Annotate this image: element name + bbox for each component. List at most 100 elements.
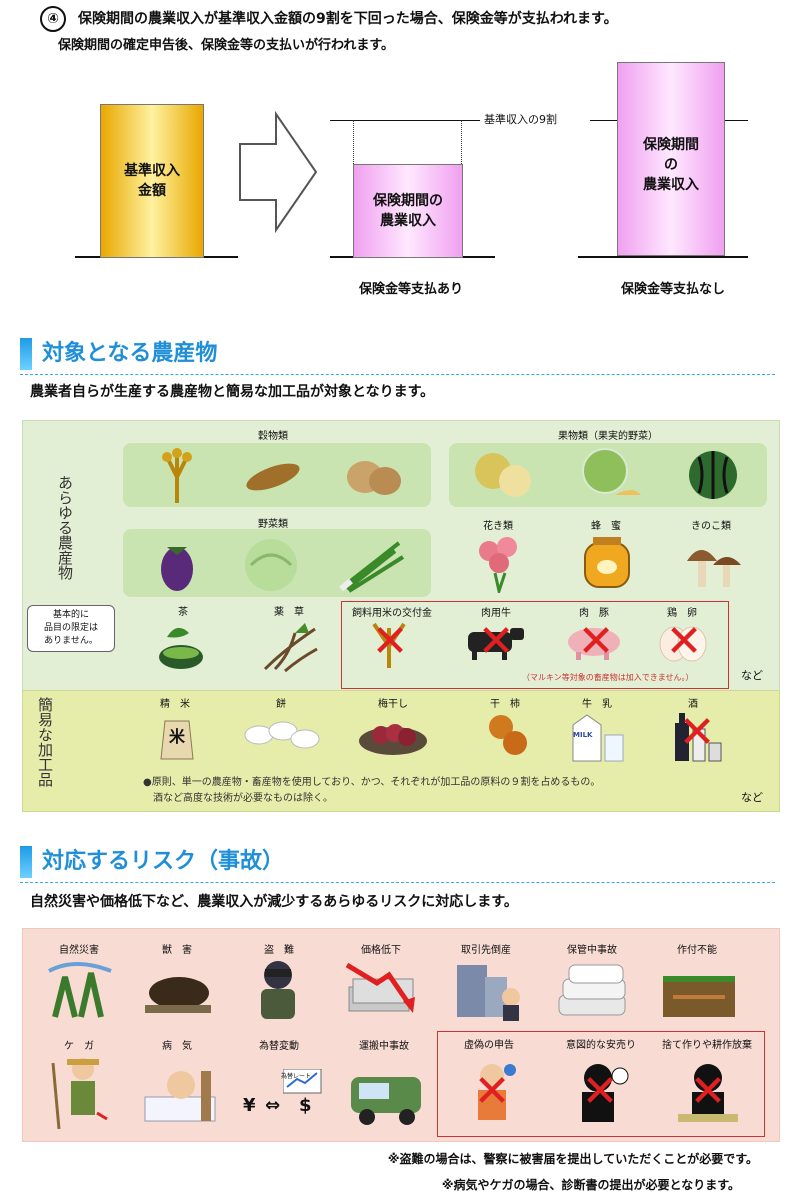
processed-note-2: 酒など高度な技術が必要なものは除く。 xyxy=(153,793,333,804)
excluded-label-abandonment: 捨て作りや耕作放棄 xyxy=(662,1040,752,1051)
label-beef: 肉用牛 xyxy=(481,608,511,619)
insured-income-high-bar: 保険期間 の 農業収入 xyxy=(617,62,725,256)
crops-panel: あらゆる農産物 基本的に 品目の限定は ありません。 穀物類 果物類（果実的野菜… xyxy=(22,420,780,692)
section-heading-crops: 対象となる農産物 xyxy=(0,338,800,375)
injured-farmer-icon xyxy=(51,1058,108,1130)
mochi-icon xyxy=(244,721,320,749)
arrow-right-icon xyxy=(239,110,318,234)
label-milk: 牛 乳 xyxy=(582,699,612,710)
carnation-icon xyxy=(479,537,517,593)
base-income-bar: 基準収入 金額 xyxy=(100,104,204,258)
risk-label-planting-impossible: 作付不能 xyxy=(677,945,717,956)
milk-carton-text: MILK xyxy=(573,731,593,739)
label-honey: 蜂 蜜 xyxy=(591,521,621,532)
eggs-icon xyxy=(659,626,707,662)
side-label-all-crops: あらゆる農産物 xyxy=(56,475,74,580)
intro-line2: 保険期間の確定申告後、保険金等の支払いが行われます。 xyxy=(58,38,395,53)
insured-income-low-bar: 保険期間の 農業収入 xyxy=(353,164,463,258)
cow-icon xyxy=(468,628,524,660)
label-fruits: 果物類（果実的野菜） xyxy=(558,431,658,442)
income-diagram: 基準収入 金額 基準収入の9割 保険期間の 農業収入 保険期間 の 農業収入 保… xyxy=(0,60,800,300)
section-heading-risks: 対応するリスク（事故） xyxy=(0,846,800,883)
label-sake: 酒 xyxy=(688,699,698,710)
sake-bottle-icon xyxy=(675,713,722,762)
label-grains: 穀物類 xyxy=(258,431,288,442)
excluded-x-icon: ✕ xyxy=(577,616,615,667)
potato-icon xyxy=(347,461,401,495)
excluded-label-false-report: 虚偽の申告 xyxy=(464,1040,514,1051)
step-number: ④ xyxy=(40,6,66,32)
caption-paid: 保険金等支払あり xyxy=(358,282,463,297)
abandoned-field-icon xyxy=(678,1064,738,1122)
footnote-illness: ※病気やケガの場合、診断書の提出が必要となります。 xyxy=(441,1178,740,1192)
umeboshi-icon xyxy=(359,724,427,755)
fallow-field-icon xyxy=(663,976,735,1017)
excluded-x-icon: ✕ xyxy=(689,1066,727,1117)
group-grains xyxy=(123,443,431,507)
price-drop-icon xyxy=(345,962,415,1013)
mushroom-icon xyxy=(687,550,741,587)
bankrupt-building-icon xyxy=(457,965,520,1021)
label-umeboshi: 梅干し xyxy=(378,699,408,710)
risk-label-client-bankruptcy: 取引先倒産 xyxy=(461,945,511,956)
label-mochi: 餅 xyxy=(276,699,286,710)
excluded-x-icon: ✕ xyxy=(477,616,515,667)
eggplant-icon xyxy=(161,547,193,591)
label-flowers: 花き類 xyxy=(483,521,513,532)
exchange-rate-icon: 為替レート ¥ ⇔ $ xyxy=(243,1069,333,1121)
etc-label: など xyxy=(741,791,763,804)
label-vegetables: 野菜類 xyxy=(258,519,288,530)
risk-label-natural-disaster: 自然災害 xyxy=(59,945,99,956)
risk-label-injury: ケ ガ xyxy=(64,1041,94,1052)
pig-icon xyxy=(568,628,620,660)
shady-seller-icon xyxy=(582,1064,629,1122)
risk-label-transport-accident: 運搬中事故 xyxy=(359,1041,409,1052)
label-tea: 茶 xyxy=(178,607,188,618)
label-herbs: 薬 草 xyxy=(274,607,304,618)
excluded-x-icon: ✕ xyxy=(581,1066,619,1117)
intro-line1: 保険期間の農業収入が基準収入金額の9割を下回った場合、保険金等が支払われます。 xyxy=(78,11,618,27)
excluded-x-icon: ✕ xyxy=(665,616,703,667)
pear-icon xyxy=(475,453,531,497)
risk-label-price-drop: 価格低下 xyxy=(361,945,401,956)
excluded-livestock-note: （マルキン等対象の畜産物は加入できません。） xyxy=(522,673,694,682)
rice-plant-icon xyxy=(162,448,192,503)
rate-board-icon xyxy=(283,1069,322,1094)
section-desc-crops: 農業者自らが生産する農産物と簡易な加工品が対象となります。 xyxy=(30,384,435,400)
risks-panel: 自然災害 獣 害 盗 難 価格低下 取引先倒産 保管中事故 作付不能 ケ ガ 病… xyxy=(22,928,780,1142)
caption-unpaid: 保険金等支払なし xyxy=(620,282,725,297)
storage-sacks-icon xyxy=(558,964,626,1016)
rice-bag-icon xyxy=(160,720,194,760)
excluded-x-icon: ✕ xyxy=(473,1066,511,1117)
watermelon-icon xyxy=(689,451,737,499)
label-hoshigaki: 干 柿 xyxy=(490,699,520,710)
risk-label-illness: 病 気 xyxy=(162,1041,192,1052)
label-mushrooms: きのこ類 xyxy=(691,521,731,532)
processed-note-1: ●原則、単一の農産物・畜産物を使用しており、かつ、それぞれが加工品の原料の９割を… xyxy=(143,777,601,788)
risk-label-exchange-rate: 為替変動 xyxy=(259,1041,299,1052)
section-desc-risks: 自然災害や価格低下など、農業収入が減少するあらゆるリスクに対応します。 xyxy=(30,894,518,910)
cabbage-icon xyxy=(245,539,297,591)
footnote-theft: ※盗難の場合は、警察に被害届を提出していただくことが必要です。 xyxy=(387,1152,758,1166)
excluded-x-icon: ✕ xyxy=(371,616,409,667)
herb-root-icon xyxy=(263,623,318,673)
excluded-livestock-box: 飼料用米の交付金 ✕ 肉用牛 ✕ 肉 豚 ✕ 鶏 卵 ✕ （マルキン等対象の畜産… xyxy=(341,601,729,689)
group-vegetables xyxy=(123,529,431,597)
thief-icon xyxy=(261,961,295,1019)
yen-symbol: ¥ xyxy=(243,1095,256,1116)
feed-rice-icon xyxy=(372,622,406,668)
milk-carton-icon xyxy=(572,714,624,762)
green-onion-icon xyxy=(339,541,405,593)
dollar-symbol: $ xyxy=(299,1095,312,1116)
processed-side-label: 簡易な加工品 xyxy=(36,697,54,787)
truck-accident-icon xyxy=(351,1077,421,1125)
excluded-x-icon: ✕ xyxy=(678,707,716,758)
label-polished-rice: 精 米 xyxy=(160,699,190,710)
dried-persimmon-icon xyxy=(489,715,527,755)
excluded-risks-box: 虚偽の申告 意図的な安売り 捨て作りや耕作放棄 ✕ ✕ ✕ xyxy=(437,1031,765,1137)
risk-label-theft: 盗 難 xyxy=(264,945,294,956)
tea-cup-icon xyxy=(159,627,203,669)
rice-bag-char: 米 xyxy=(168,727,185,746)
honey-jar-icon xyxy=(584,537,630,588)
label-pork: 肉 豚 xyxy=(579,608,609,619)
